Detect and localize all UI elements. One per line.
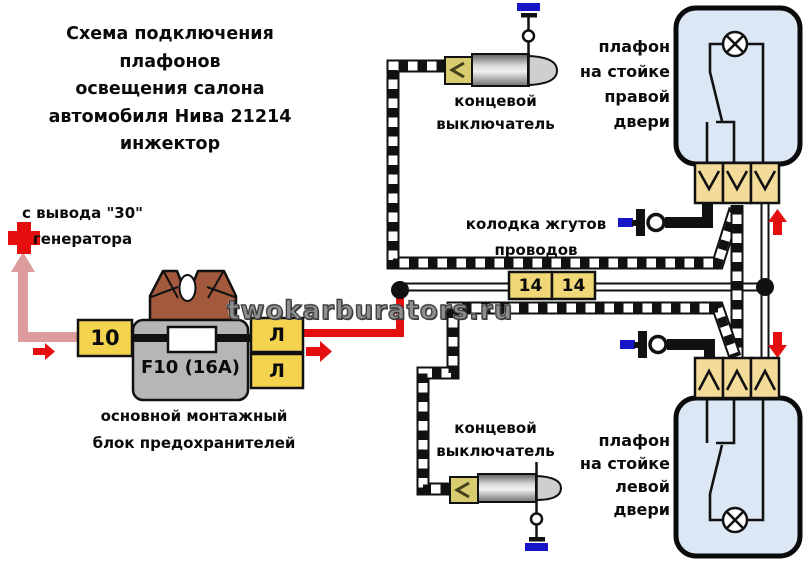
- title-line: автомобиля Нива 21214: [48, 106, 292, 127]
- ground-bar-icon: [521, 13, 537, 18]
- harness-label-line: проводов: [494, 241, 578, 259]
- plus-icon: [8, 222, 40, 254]
- switch-label-line: концевой: [454, 92, 537, 110]
- ground-icon: [517, 3, 540, 11]
- junction-dot-left: [391, 281, 409, 299]
- fuse-output-pin-label-2: Л: [269, 360, 285, 382]
- door-limit-switch-top: [444, 3, 559, 87]
- harness-pin-label-1: 14: [518, 275, 543, 296]
- fuse-caption-line: основной монтажный: [100, 407, 288, 425]
- relay-connector-icon: [148, 269, 238, 322]
- ground-connector-bottom: [620, 331, 715, 362]
- plafond-right-door-label: плафон на стойке правой двери: [560, 34, 670, 134]
- fuse-name-label: F10 (16A): [140, 356, 241, 378]
- page-title: Схема подключения плафонов освещения сал…: [40, 21, 300, 159]
- title-line: Схема подключения: [66, 24, 274, 44]
- lamp-icon: [721, 30, 749, 58]
- flow-arrow-right-1: [33, 343, 55, 360]
- plafond-left-door-label: плафон на стойке левой двери: [560, 429, 670, 521]
- plafond-label-line: плафон: [598, 431, 671, 450]
- fuse-output-pin-box-2: [249, 352, 305, 390]
- flow-arrow-up: [768, 209, 787, 235]
- plafond-label-line: на стойке: [579, 454, 670, 473]
- fuse-caption-line: блок предохранителей: [92, 434, 296, 452]
- fuse-icon: [166, 325, 218, 354]
- harness-label-line: колодка жгутов: [465, 215, 607, 233]
- plafond-label-line: левой: [615, 477, 670, 496]
- switch-label-line: выключатель: [436, 115, 555, 133]
- title-line: инжектор: [119, 134, 221, 154]
- plafond-label-line: на стойке: [579, 62, 670, 81]
- wire-top-door-switch: [386, 59, 742, 270]
- junction-dot-right: [756, 278, 774, 296]
- limit-switch-top-label: концевой выключатель: [418, 90, 573, 136]
- title-line: освещения салона: [75, 79, 265, 99]
- fuse-output-pin-box-1: [249, 316, 305, 354]
- lamp-icon: [721, 506, 749, 534]
- flow-arrow-down: [768, 332, 787, 358]
- switch-label-line: концевой: [454, 419, 537, 437]
- fuse-block-caption: основной монтажный блок предохранителей: [88, 403, 300, 457]
- fuse-output-pin-label-1: Л: [269, 324, 285, 346]
- power-source-label: с вывода "30" генератора: [20, 200, 145, 252]
- plafond-right-door: [673, 5, 803, 205]
- title-line: плафонов: [119, 51, 221, 72]
- plafond-label-line: двери: [613, 112, 670, 131]
- generator-feed-arrow: [11, 252, 78, 342]
- wire-bottom-door-switch: [416, 301, 742, 496]
- fuse-block: [76, 269, 305, 402]
- power-wire-red: [302, 290, 404, 337]
- switch-label-line: выключатель: [436, 442, 555, 460]
- harness-pin-label-2: 14: [561, 275, 586, 296]
- harness-connector-label: колодка жгутов проводов: [455, 211, 617, 263]
- door-limit-switch-bottom: [449, 462, 563, 551]
- ground-icon: [525, 543, 548, 551]
- plafond-label-line: плафон: [598, 37, 671, 56]
- fuse-input-pin-box: [76, 318, 134, 358]
- fuse-input-pin-label: 10: [90, 326, 120, 350]
- power-source-line: с вывода "30": [22, 204, 143, 222]
- limit-switch-bottom-label: концевой выключатель: [418, 417, 573, 463]
- power-source-line: генератора: [32, 230, 133, 248]
- plafond-label-line: двери: [613, 500, 670, 519]
- harness-pin-box-2: [550, 270, 597, 301]
- watermark: twokarburators.ru: [226, 295, 514, 326]
- ground-connector-top: [618, 201, 713, 236]
- harness-pin-box-1: [507, 270, 554, 301]
- harness-connector: [507, 270, 597, 301]
- flow-arrow-right-2: [306, 341, 332, 362]
- plafond-label-line: правой: [604, 87, 670, 106]
- plafond-left-door: [673, 356, 803, 559]
- ground-bar-icon: [529, 537, 545, 542]
